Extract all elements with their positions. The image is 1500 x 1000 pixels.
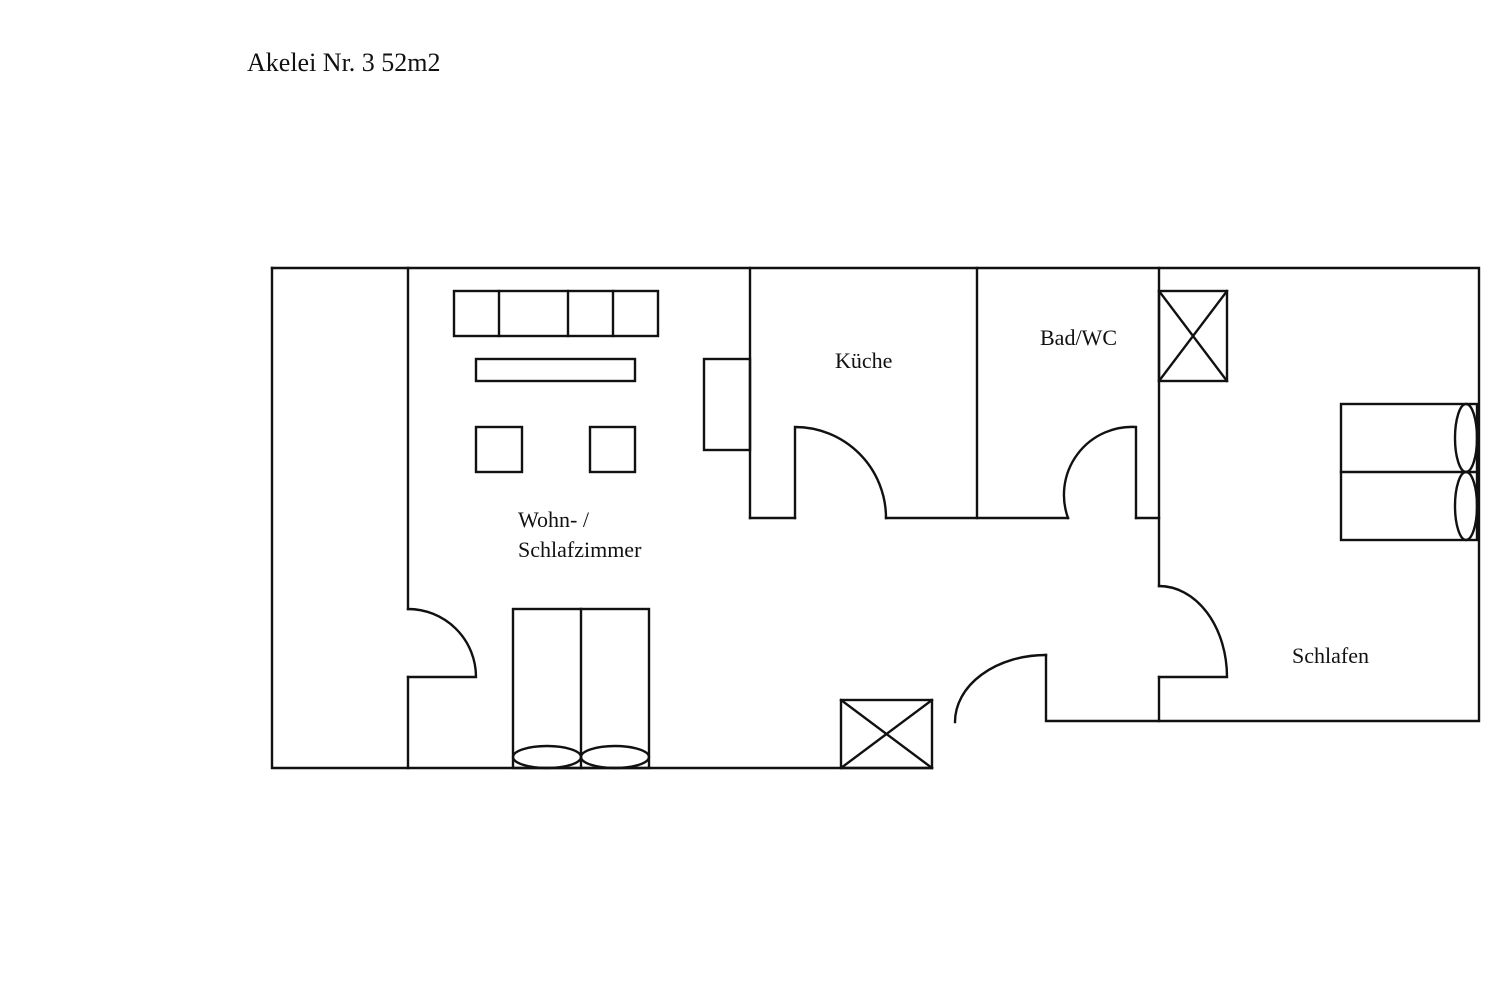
- doors: [406, 425, 1229, 724]
- sofa: [452, 289, 660, 338]
- pillow-right: [579, 744, 651, 770]
- shaft-bedroom: [1157, 289, 1229, 383]
- shaft-living-cross-b: [839, 698, 934, 770]
- pillow-left: [511, 744, 583, 770]
- room-label-bedroom: Schlafen: [1292, 643, 1369, 668]
- shafts: [839, 289, 1229, 770]
- armchair-right: [588, 425, 637, 474]
- shaft-living: [839, 698, 934, 770]
- door-entrance: [953, 653, 1048, 724]
- pillow-top: [1453, 402, 1479, 474]
- door-bath: [1062, 425, 1138, 520]
- pillow-bottom: [1453, 470, 1479, 542]
- bedroom-double-bed: [1339, 402, 1479, 542]
- living-double-bed: [511, 607, 651, 770]
- room-label-bath: Bad/WC: [1040, 325, 1117, 350]
- room-labels: Wohn- / Schlafzimmer Küche Bad/WC Schlaf…: [518, 325, 1369, 668]
- room-label-living-2: Schlafzimmer: [518, 537, 642, 562]
- room-label-living-1: Wohn- /: [518, 507, 590, 532]
- armchair-left: [474, 425, 524, 474]
- outer-wall: [270, 266, 1481, 723]
- living-furniture: [452, 289, 752, 474]
- door-bedroom: [1157, 584, 1229, 679]
- outer-walls: [270, 266, 1481, 770]
- door-living: [406, 607, 478, 679]
- room-label-kitchen: Küche: [835, 348, 892, 373]
- shaft-bedroom-cross-b: [1157, 289, 1229, 383]
- plan-title: Akelei Nr. 3 52m2: [247, 48, 441, 77]
- coffee-table: [474, 357, 637, 383]
- cabinet: [702, 357, 752, 452]
- door-kitchen: [793, 425, 888, 520]
- outer-wall-bottom: [270, 266, 934, 770]
